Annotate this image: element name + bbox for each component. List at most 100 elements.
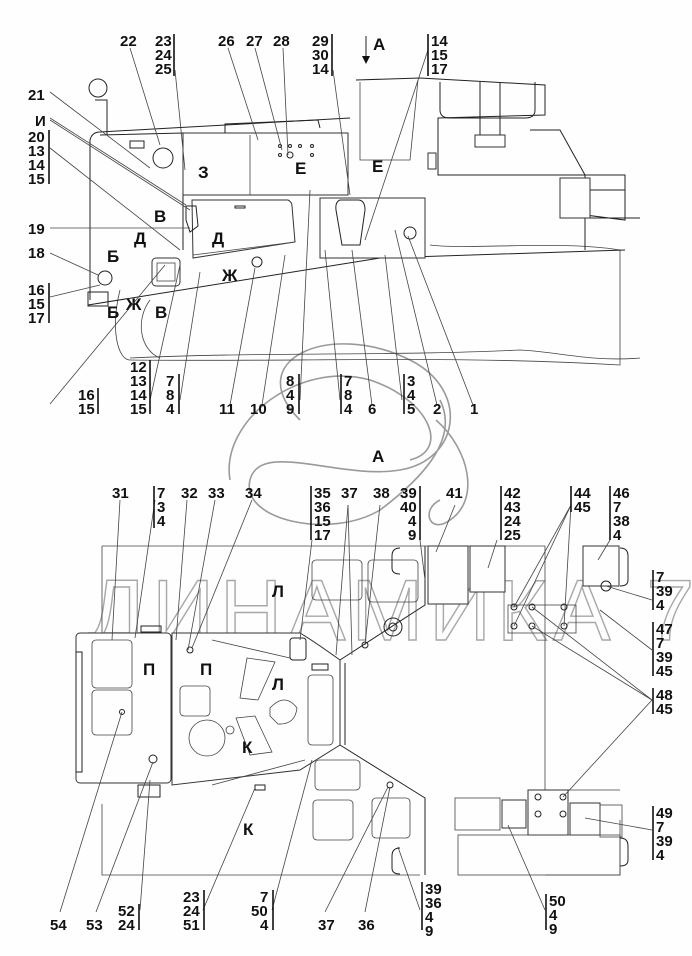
section-marks-top: A З Е Е В Д Д Б Ж Ж Б В	[107, 35, 385, 322]
mirror-lamp	[88, 78, 108, 98]
callout-49-7-39-4: 49 7 39 4	[652, 805, 673, 864]
callout-12-13-14-15: 12 13 14 15	[130, 359, 151, 418]
leader-lines-top	[49, 47, 474, 406]
callout-7-50-4: 7 50 4	[251, 889, 274, 934]
callout-7-8-4-a: 7 8 4	[166, 373, 180, 418]
watermark-swirl-inner	[228, 375, 432, 481]
callout-39-40-4-9: 39 40 4 9	[400, 485, 421, 544]
callouts-top: 22 23 24 25 26 27 28 29 30 14 14 15 17	[28, 33, 478, 418]
svg-text:7: 7	[656, 819, 664, 836]
compartment-42	[469, 545, 506, 593]
svg-text:36: 36	[314, 499, 331, 516]
box-upper-2	[367, 559, 419, 603]
svg-text:45: 45	[656, 701, 673, 718]
svg-text:4: 4	[344, 401, 353, 418]
box-upper-1	[311, 559, 363, 601]
svg-text:4: 4	[656, 847, 665, 864]
callout-34: 34	[245, 485, 262, 502]
svg-text:24: 24	[183, 903, 200, 920]
floor-cutout-round	[188, 719, 226, 757]
svg-text:35: 35	[314, 485, 331, 502]
callout-20-13-14-15: 20 13 14 15	[28, 129, 50, 188]
section-E-left: Е	[295, 159, 306, 178]
svg-text:51: 51	[183, 917, 200, 934]
tow-hitch	[87, 291, 109, 307]
callout-11: 11	[219, 401, 235, 418]
svg-text:3: 3	[157, 499, 165, 516]
svg-text:13: 13	[130, 373, 147, 390]
ground-line	[129, 349, 641, 360]
svg-text:16: 16	[28, 282, 45, 299]
svg-text:3: 3	[407, 373, 415, 390]
callout-53: 53	[86, 917, 103, 934]
svg-text:29: 29	[312, 33, 329, 50]
svg-text:14: 14	[130, 387, 147, 404]
callout-8-4-9: 8 4 9	[286, 373, 300, 418]
box-lower-2	[312, 799, 354, 841]
latch-mechanism	[185, 205, 199, 233]
rear-box	[559, 177, 591, 219]
svg-text:50: 50	[549, 893, 566, 910]
round-cover-11	[251, 256, 263, 268]
svg-text:45: 45	[656, 663, 673, 680]
callout-16-15-17: 16 15 17	[28, 282, 50, 327]
svg-text:42: 42	[504, 485, 521, 502]
section-P-right: П	[200, 660, 212, 679]
callout-37-bottom: 37	[318, 917, 335, 934]
track-front-curve	[141, 299, 161, 359]
svg-text:20: 20	[28, 129, 45, 146]
section-D-right: Д	[212, 229, 224, 248]
svg-text:52: 52	[118, 903, 135, 920]
door-window-lower	[91, 689, 133, 736]
svg-text:43: 43	[504, 499, 521, 516]
section-P-left: П	[143, 660, 155, 679]
callout-18: 18	[28, 245, 45, 262]
plate-21	[129, 140, 145, 149]
callout-16-15: 16 15	[78, 387, 99, 418]
battery-box	[182, 132, 349, 196]
door-lock	[119, 709, 125, 715]
fuel-tank	[319, 197, 426, 259]
drain-plug	[403, 226, 417, 240]
callout-31: 31	[112, 485, 129, 502]
section-B2-top: Б	[107, 247, 119, 266]
svg-text:39: 39	[656, 649, 673, 666]
box-50	[501, 799, 527, 829]
svg-text:8: 8	[166, 387, 174, 404]
callout-1: 1	[470, 401, 478, 418]
tool-box-hinge	[192, 241, 296, 256]
svg-text:49: 49	[656, 805, 673, 822]
svg-text:30: 30	[312, 47, 329, 64]
door-handle-bar	[75, 651, 83, 773]
view-A-label: A	[373, 35, 385, 54]
svg-text:7: 7	[260, 889, 268, 906]
seat-back	[439, 82, 536, 119]
svg-text:8: 8	[344, 387, 352, 404]
svg-text:4: 4	[407, 387, 416, 404]
svg-text:4: 4	[157, 513, 166, 530]
floor-cutout-1	[239, 657, 276, 701]
floor-rail-bottom	[211, 759, 306, 786]
callout-35-36-15-17: 35 36 15 17	[310, 485, 331, 544]
cab-window	[359, 79, 419, 161]
pedal-35	[289, 637, 307, 661]
svg-text:7: 7	[166, 373, 174, 390]
svg-text:15: 15	[28, 171, 45, 188]
svg-text:46: 46	[613, 485, 630, 502]
svg-text:23: 23	[183, 889, 200, 906]
callout-10: 10	[250, 401, 267, 418]
watermark-swirl-tail	[428, 419, 469, 526]
callout-37-top: 37	[341, 485, 358, 502]
floor-rail-top	[211, 639, 291, 659]
svg-text:15: 15	[314, 513, 331, 530]
floor-cutout-pedal	[269, 699, 298, 725]
svg-text:24: 24	[118, 917, 135, 934]
svg-text:9: 9	[286, 401, 294, 418]
box-lower-left	[454, 797, 501, 831]
bolts-44	[510, 603, 568, 630]
svg-text:39: 39	[425, 881, 442, 898]
callout-50-4-9: 50 4 9	[545, 893, 566, 938]
callout-7-39-4: 7 39 4	[652, 569, 673, 614]
callout-26: 26	[218, 33, 235, 50]
steering-column	[479, 82, 501, 136]
